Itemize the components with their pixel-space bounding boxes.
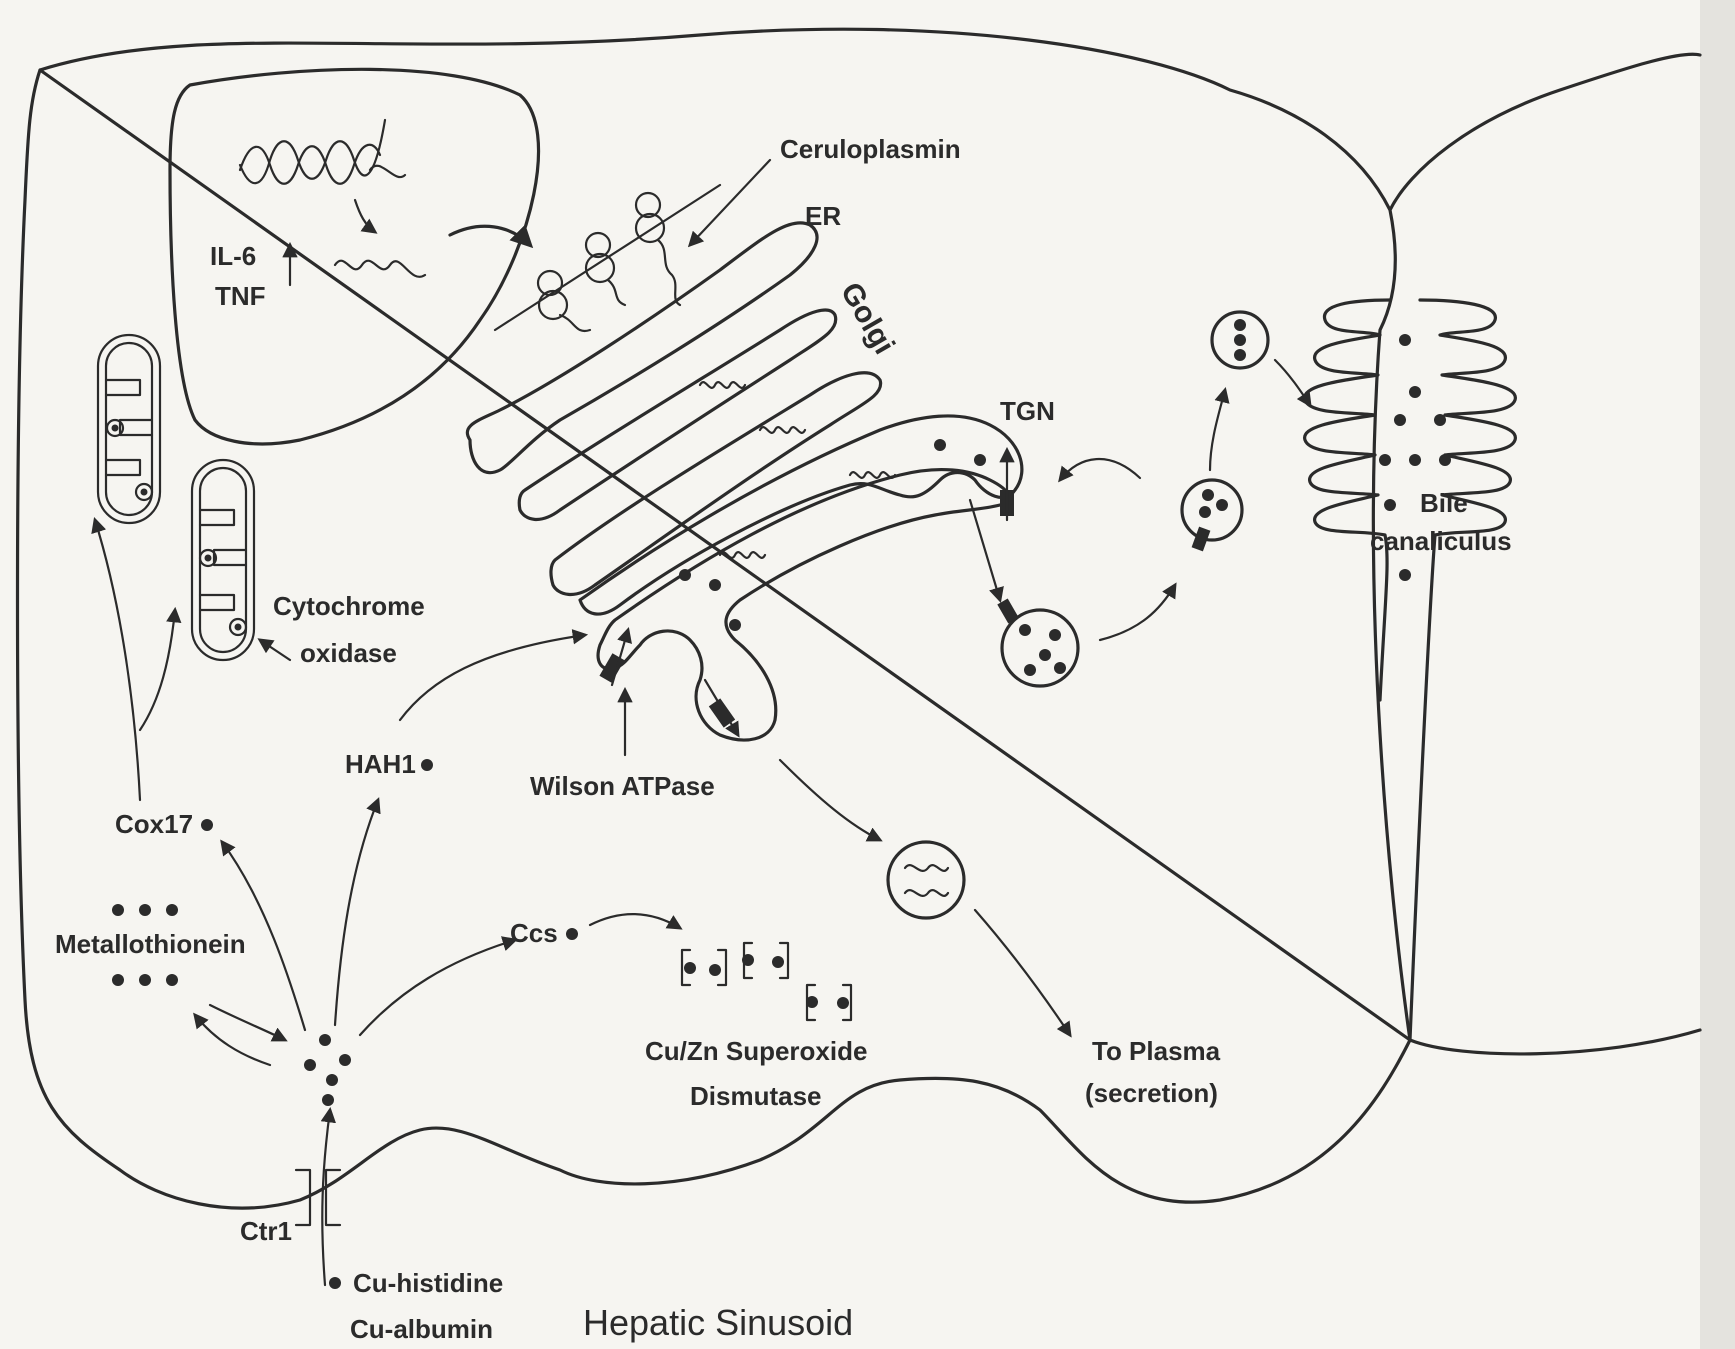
copper-dot xyxy=(1234,319,1246,331)
copper-dot xyxy=(1216,499,1228,511)
hah1-copper xyxy=(421,759,433,771)
ribosome-strand xyxy=(495,185,720,331)
cox17-to-mito1-arrow xyxy=(95,520,140,800)
vesicle-up-arrow xyxy=(1210,390,1225,470)
cytosolic-copper-pool xyxy=(304,1034,351,1106)
copper-dot xyxy=(1234,334,1246,346)
page-gutter xyxy=(1700,0,1735,1349)
bile-label-1: Bile xyxy=(1420,488,1468,518)
cytochrome-pointer xyxy=(260,640,290,660)
pool-to-hah1-arrow xyxy=(335,800,378,1025)
er-cisterna xyxy=(467,223,817,473)
cytochrome-label: Cytochrome xyxy=(273,591,425,621)
hepatic-sinusoid-label: Hepatic Sinusoid xyxy=(583,1302,853,1343)
pool-to-ccs-arrow xyxy=(360,940,515,1035)
bile-label-2: canaliculus xyxy=(1370,526,1512,556)
serum-copper xyxy=(329,1277,341,1289)
oxidase-label: oxidase xyxy=(300,638,397,668)
copper-vesicle xyxy=(1182,480,1242,540)
tgn-label: TGN xyxy=(1000,396,1055,426)
golgi-cargo-2 xyxy=(760,427,805,433)
to-plasma-arrow xyxy=(975,910,1070,1035)
cu-albumin-label: Cu-albumin xyxy=(350,1314,493,1344)
sod-label-1: Cu/Zn Superoxide xyxy=(645,1036,867,1066)
ctr1-label: Ctr1 xyxy=(240,1216,292,1246)
copper-dot xyxy=(679,569,691,581)
hah1-label: HAH1 xyxy=(345,749,416,779)
bile-canaliculus-microvilli-right xyxy=(1410,300,1515,1040)
metallothionein-to-pool-arrow xyxy=(210,1005,285,1040)
secretory-vesicle xyxy=(888,842,964,918)
sod-dimer xyxy=(682,950,726,985)
ccs-label: Ccs xyxy=(510,918,558,948)
tgn-to-vesicle-arrow xyxy=(970,500,1000,600)
cox17-to-mito2-arrow xyxy=(140,610,175,730)
mrna-strand xyxy=(335,261,425,277)
vesicle-to-canaliculus-arrow xyxy=(1100,585,1175,640)
secretory-cargo xyxy=(905,865,948,871)
wilson-atpase-label: Wilson ATPase xyxy=(530,771,715,801)
metallothionein-label: Metallothionein xyxy=(55,929,246,959)
to-secretory-vesicle-arrow xyxy=(780,760,880,840)
mrna-export-arrow xyxy=(450,226,530,245)
dna-helix-icon xyxy=(240,120,405,184)
ccs-to-sod-arrow xyxy=(590,914,680,928)
golgi-label: Golgi xyxy=(834,277,901,360)
golgi-cargo-1 xyxy=(700,382,745,388)
sod-dimer xyxy=(742,943,788,978)
ccs-copper xyxy=(566,928,578,940)
copper-dot xyxy=(974,454,986,466)
secretory-cargo xyxy=(905,890,948,896)
mitochondrion xyxy=(98,335,160,523)
copper-dot xyxy=(1202,489,1214,501)
cox17-label: Cox17 xyxy=(115,809,193,839)
il6-label: IL-6 xyxy=(210,241,256,271)
hepatocyte-membrane xyxy=(18,29,1701,1208)
to-plasma-label-1: To Plasma xyxy=(1092,1036,1221,1066)
hah1-to-wilson-arrow xyxy=(400,635,585,720)
cox17-copper xyxy=(201,819,213,831)
tnf-label: TNF xyxy=(215,281,266,311)
copper-dot xyxy=(1199,506,1211,518)
copper-dot xyxy=(1234,349,1246,361)
golgi-cisterna-3 xyxy=(580,416,1022,614)
ceruloplasmin-pointer xyxy=(690,160,770,245)
cu-histidine-label: Cu-histidine xyxy=(353,1268,503,1298)
copper-dot xyxy=(934,439,946,451)
mitochondrion xyxy=(192,460,254,660)
ceruloplasmin-label: Ceruloplasmin xyxy=(780,134,961,164)
copper-dot xyxy=(709,579,721,591)
sod-dimer xyxy=(806,985,851,1020)
recycling-arrow xyxy=(1060,459,1140,480)
copper-vesicle xyxy=(1002,610,1078,686)
sod-label-2: Dismutase xyxy=(690,1081,822,1111)
pool-to-metallothionein-arrow xyxy=(195,1015,270,1065)
transcription-arrow xyxy=(355,200,375,232)
to-plasma-label-2: (secretion) xyxy=(1085,1078,1218,1108)
wilson-atpase-transporter xyxy=(1000,450,1014,520)
copper-dot xyxy=(729,619,741,631)
